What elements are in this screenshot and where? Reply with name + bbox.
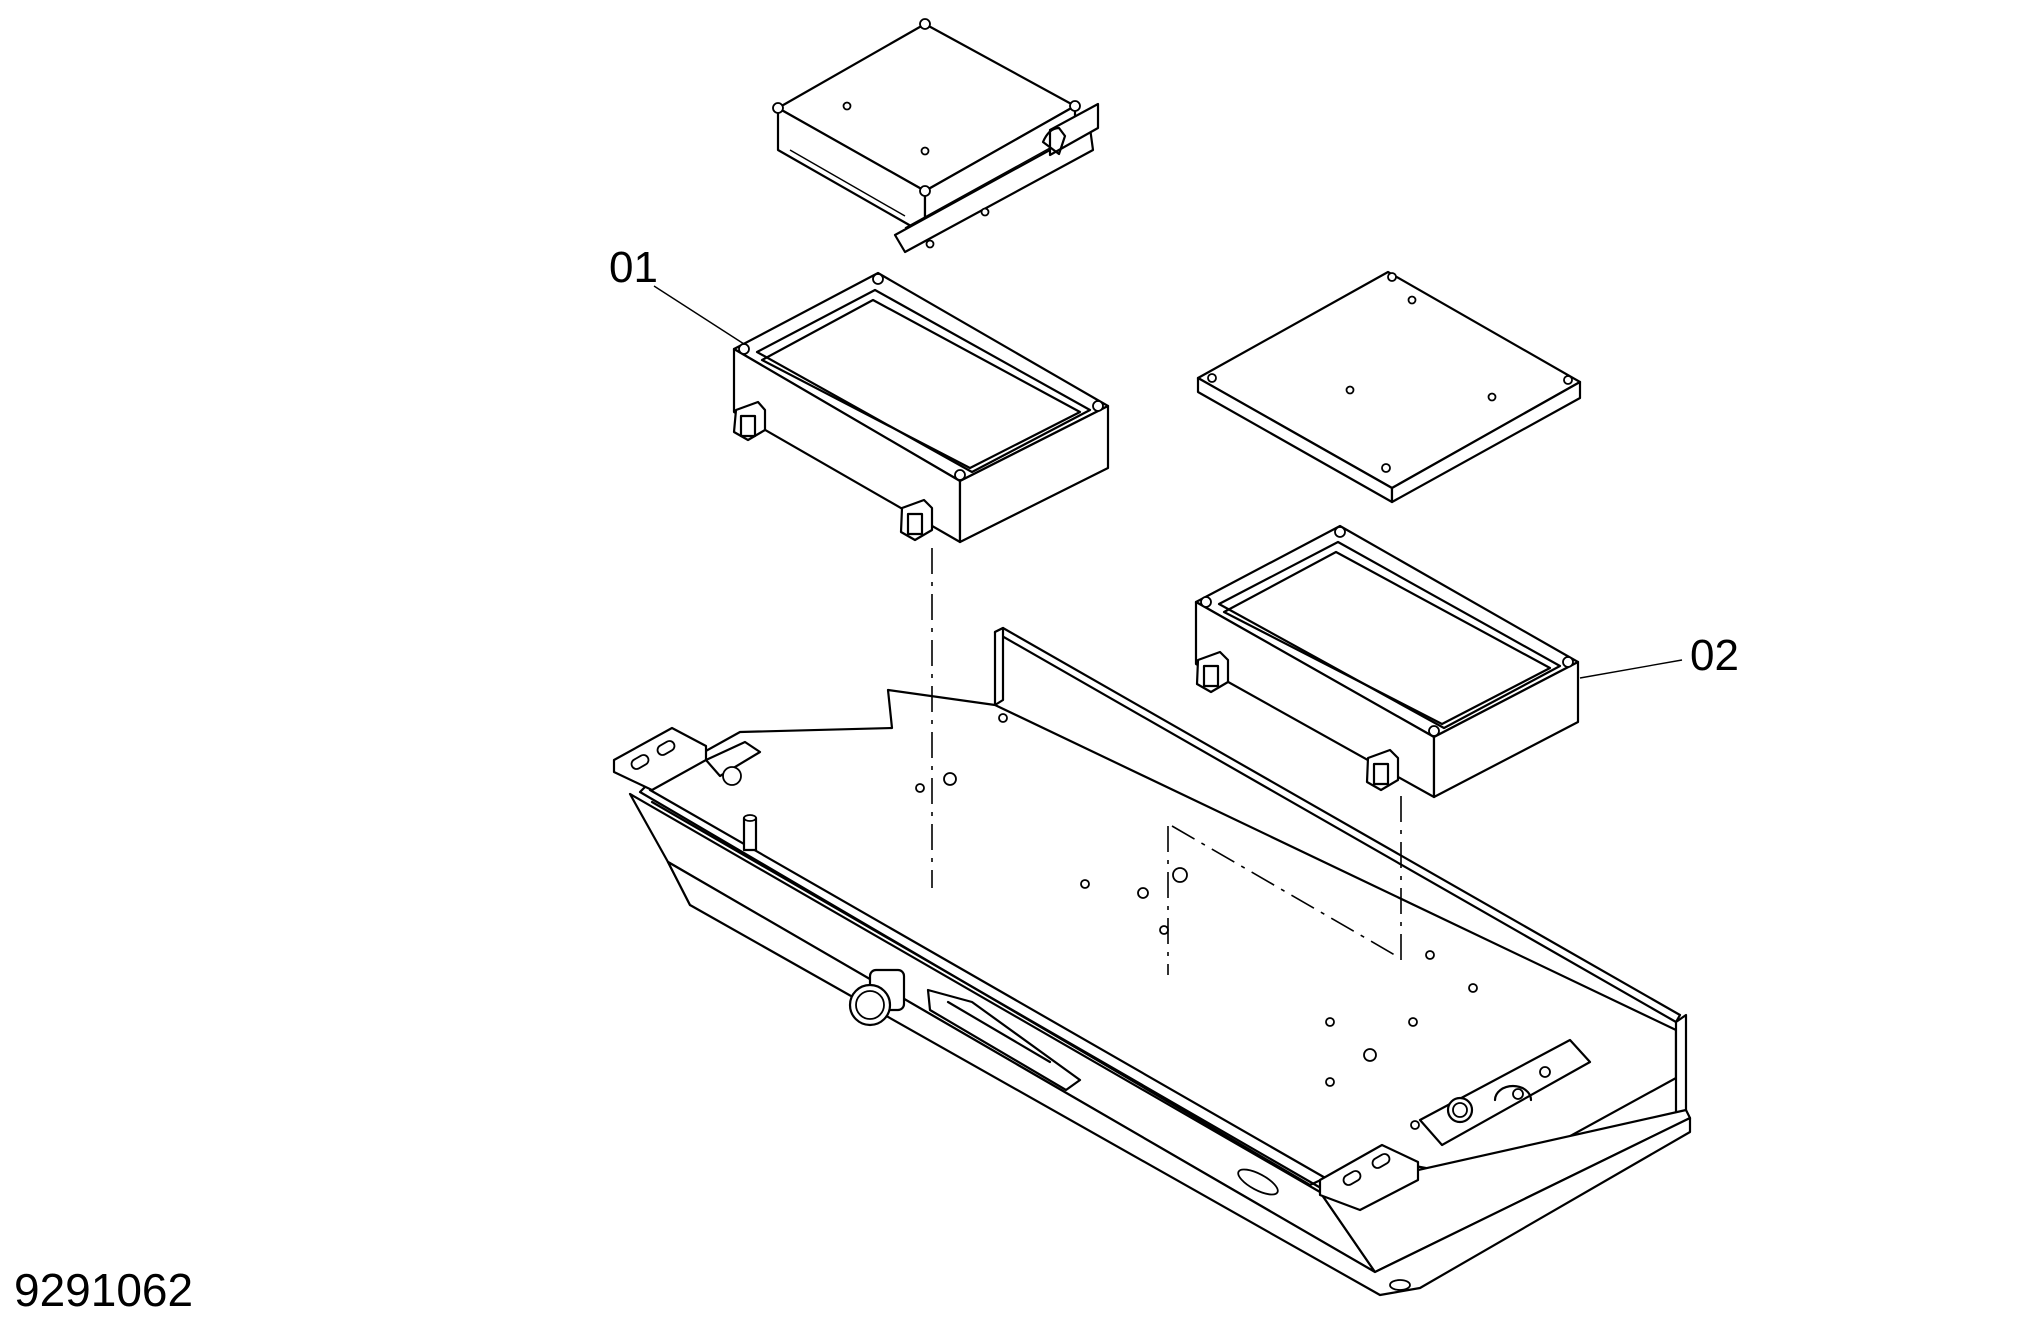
control-unit-lower	[1194, 524, 1580, 799]
callout-label-01: 01	[609, 243, 658, 292]
control-unit-upper	[732, 271, 1110, 544]
mounting-tray	[612, 626, 1692, 1297]
cover-plate	[1196, 270, 1582, 504]
top-mounting-bracket	[772, 18, 1100, 254]
leader-line-01	[653, 285, 745, 345]
leader-line-02	[1579, 659, 1683, 679]
drawing-number: 9291062	[14, 1264, 194, 1316]
alignment-lines	[931, 548, 1402, 975]
callout-label-02: 02	[1690, 631, 1739, 680]
